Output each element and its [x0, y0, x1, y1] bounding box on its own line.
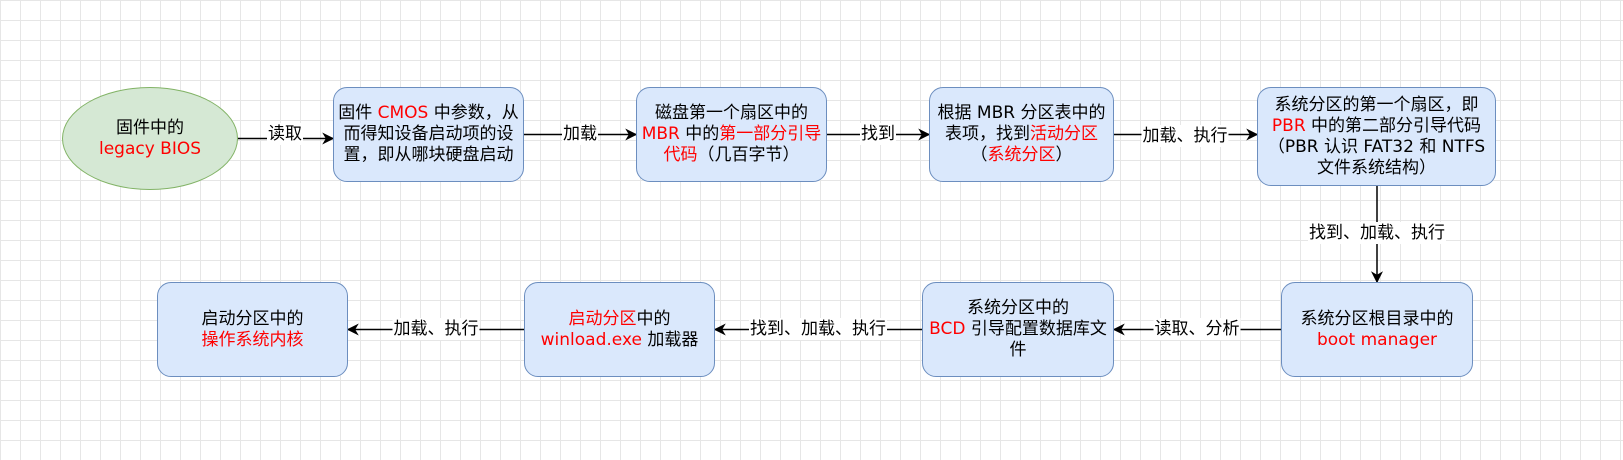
edge-label-n6-n7: 读取、分析 [1153, 318, 1241, 340]
edge-label-n3-n4: 找到 [860, 123, 896, 145]
edge-label-n8-n9: 加载、执行 [392, 318, 480, 340]
flow-node-n2: 固件 CMOS 中参数，从而得知设备启动项的设置，即从哪块硬盘启动 [333, 87, 524, 182]
node-text-part: 引导配置数据库文件 [965, 319, 1107, 360]
node-text-part: 加载器 [641, 329, 699, 350]
edge-label-n1-n2: 读取 [267, 123, 303, 145]
node-text-part: 磁盘第一个扇区中的 [655, 103, 808, 123]
flow-node-n5: 系统分区的第一个扇区，即 PBR 中的第二部分引导代码（PBR 认识 FAT32… [1257, 87, 1496, 186]
flow-node-text: 磁盘第一个扇区中的MBR 中的第一部分引导代码（几百字节） [641, 103, 822, 166]
node-text-part: 中参数，从而得知设备启动项的设置，即从哪块硬盘启动 [343, 103, 519, 165]
highlighted-text: boot manager [1316, 329, 1438, 350]
highlighted-text: 活动分区 [1030, 124, 1098, 144]
node-text-part: 系统分区的第一个扇区，即 [1274, 94, 1479, 115]
flow-node-text: 启动分区中的操作系统内核 [162, 309, 343, 351]
highlighted-text: BCD [929, 319, 966, 339]
node-text-part: 中的 [636, 308, 671, 329]
flow-node-text: 系统分区的第一个扇区，即 PBR 中的第二部分引导代码（PBR 认识 FAT32… [1262, 95, 1491, 179]
node-text-part: 固件 [338, 103, 378, 123]
node-text-part: 根据 MBR 分区表中的表项，找到 [937, 103, 1106, 144]
edge-label-n4-n5: 加载、执行 [1141, 125, 1229, 147]
flow-node-n3: 磁盘第一个扇区中的MBR 中的第一部分引导代码（几百字节） [636, 87, 827, 182]
highlighted-text: CMOS [377, 103, 429, 123]
highlighted-text: 操作系统内核 [201, 329, 304, 350]
highlighted-text: winload.exe [540, 329, 642, 350]
highlighted-text: PBR [1271, 115, 1306, 136]
highlighted-text: 启动分区 [568, 308, 637, 329]
highlighted-text: legacy BIOS [98, 138, 202, 159]
node-text-part: 固件中的 [116, 117, 184, 138]
flow-node-text: 固件 CMOS 中参数，从而得知设备启动项的设置，即从哪块硬盘启动 [338, 103, 519, 166]
node-text-part: ） [1055, 145, 1073, 165]
node-text-part: 启动分区中的 [201, 308, 304, 329]
node-text-part: 系统分区根目录中的 [1300, 308, 1454, 329]
flow-node-n4: 根据 MBR 分区表中的表项，找到活动分区 （系统分区） [929, 87, 1114, 182]
node-text-part: 系统分区中的 [967, 298, 1069, 318]
flow-node-n9: 启动分区中的操作系统内核 [157, 282, 348, 377]
edge-label-n2-n3: 加载 [562, 123, 598, 145]
edge-label-n7-n8: 找到、加载、执行 [749, 318, 887, 340]
node-text-part: （ [970, 145, 988, 165]
node-text-part: 中的第二部分引导代码（PBR 认识 FAT32 和 NTFS文件系统结构） [1267, 115, 1486, 178]
edge-label-n5-n6: 找到、加载、执行 [1308, 222, 1446, 244]
flow-node-text: 根据 MBR 分区表中的表项，找到活动分区 （系统分区） [934, 103, 1109, 166]
node-text-part: （几百字节） [697, 145, 800, 165]
highlighted-text: MBR [641, 124, 680, 144]
node-text-part: 中的 [679, 124, 720, 144]
highlighted-text: 系统分区 [987, 145, 1056, 165]
highlighted-text: 第一部分引导代码 [663, 124, 822, 165]
